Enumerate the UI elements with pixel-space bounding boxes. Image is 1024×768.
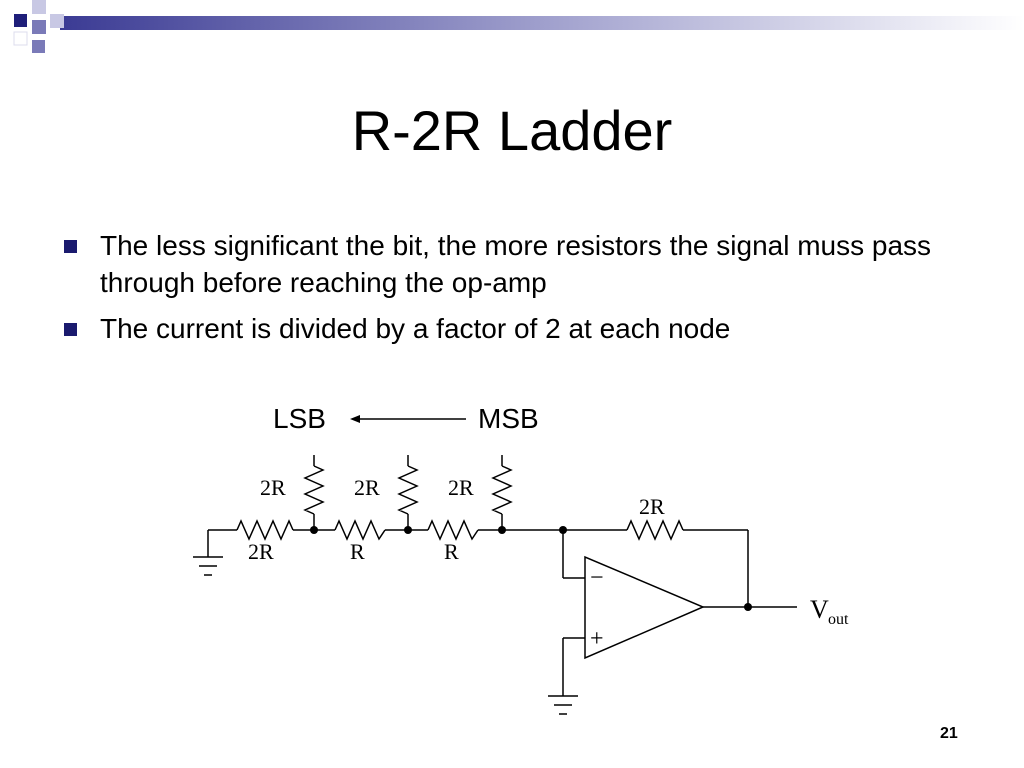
inverting-input-symbol: −	[590, 565, 604, 591]
bullet-item: The current is divided by a factor of 2 …	[62, 310, 982, 347]
msb-label: MSB	[478, 403, 539, 434]
bullet-text: The less significant the bit, the more r…	[100, 230, 932, 298]
vertical-resistor-2	[397, 455, 419, 530]
slide-title: R-2R Ladder	[351, 99, 673, 162]
output-label-subscript: out	[828, 611, 849, 628]
bullet-text: The current is divided by a factor of 2 …	[100, 313, 731, 344]
series-resistor-2r	[236, 519, 294, 541]
series-resistor-r-2	[427, 519, 479, 541]
square-bullet-icon	[64, 240, 77, 253]
arrow-head-icon	[350, 415, 360, 423]
vertical-resistor-label: 2R	[448, 475, 474, 500]
series-resistor-r-1	[334, 519, 386, 541]
ground-symbol-left	[193, 530, 223, 576]
vertical-resistor-label: 2R	[354, 475, 380, 500]
series-resistor-label: R	[444, 539, 459, 564]
bullet-list: The less significant the bit, the more r…	[62, 227, 982, 356]
ground-symbol-right	[548, 695, 578, 715]
vertical-resistor-1	[303, 455, 325, 530]
page-number: 21	[940, 725, 958, 742]
vertical-resistor-label: 2R	[260, 475, 286, 500]
header-decoration	[13, 0, 1024, 53]
bullet-item: The less significant the bit, the more r…	[62, 227, 982, 301]
output-label: V	[810, 595, 829, 624]
op-amp	[584, 555, 705, 660]
vertical-resistor-3	[491, 455, 513, 530]
feedback-resistor	[626, 519, 684, 541]
feedback-resistor-label: 2R	[639, 494, 665, 519]
circuit-nodes	[310, 526, 752, 611]
series-resistor-label: 2R	[248, 539, 274, 564]
series-resistor-label: R	[350, 539, 365, 564]
square-bullet-icon	[64, 323, 77, 336]
lsb-label: LSB	[273, 403, 326, 434]
noninverting-input-symbol: +	[590, 626, 604, 652]
